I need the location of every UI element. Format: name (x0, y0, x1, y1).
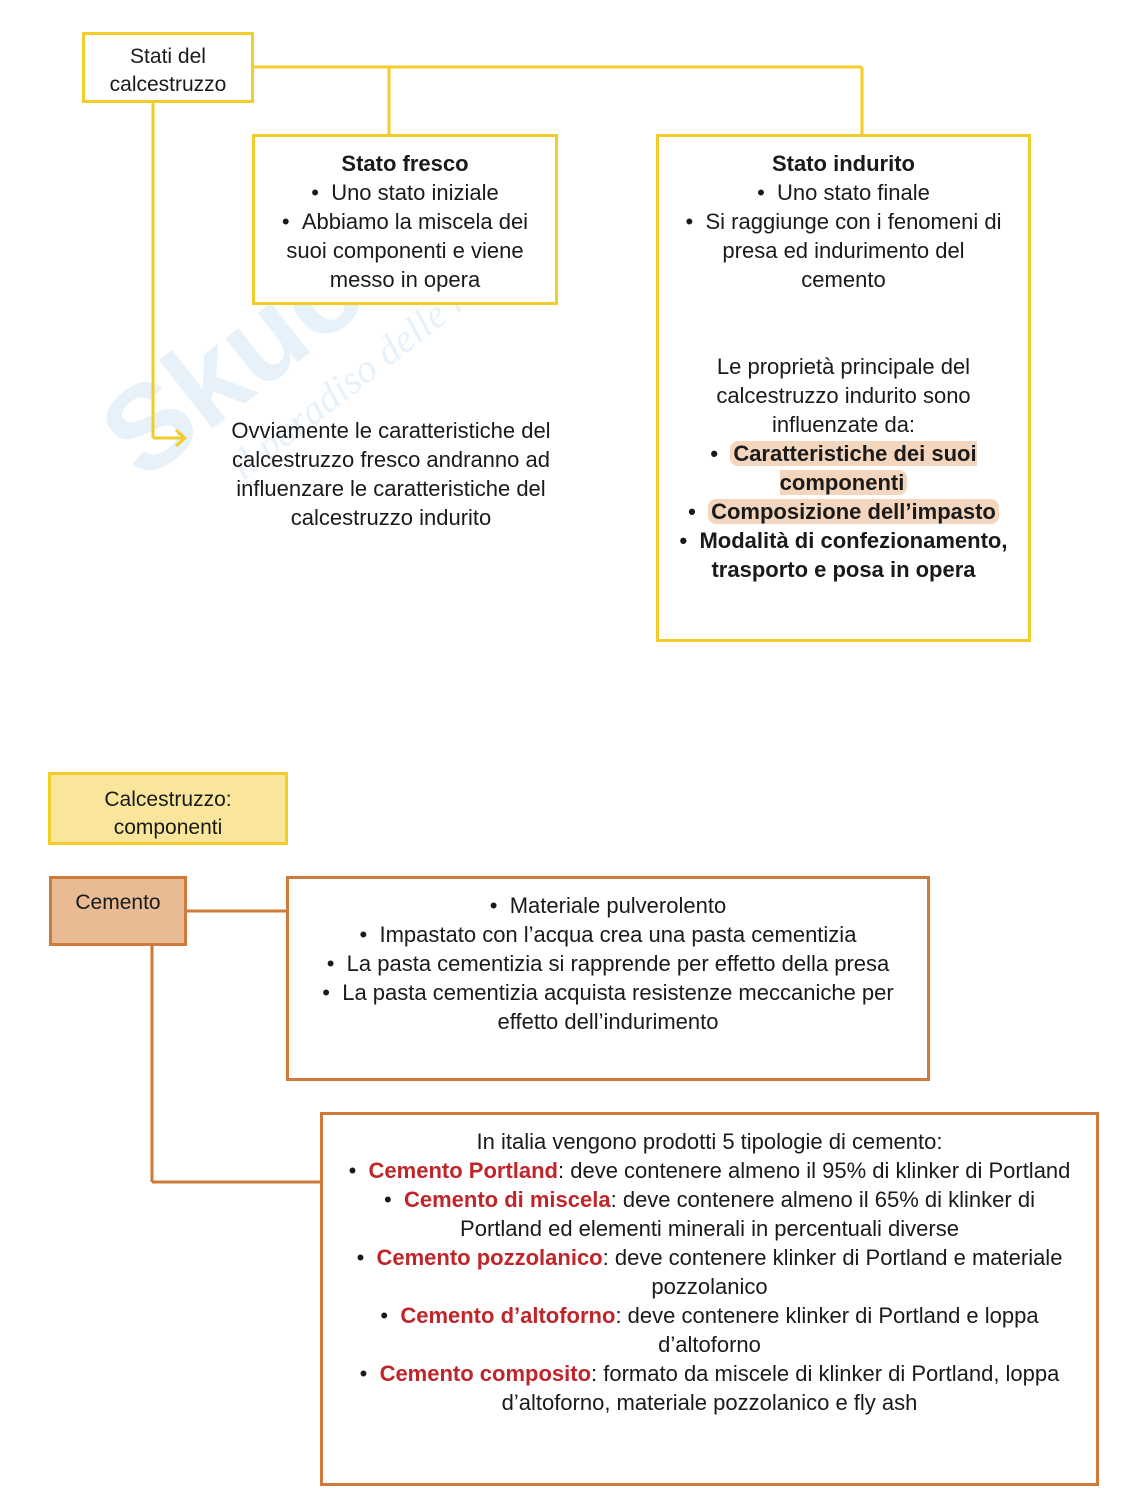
list-item: Uno stato iniziale (275, 178, 535, 207)
highlighted-text: Composizione dell’impasto (708, 499, 999, 524)
fresh-state-heading: Stato fresco (341, 151, 469, 176)
list-item: Cemento Portland: deve contenere almeno … (343, 1156, 1076, 1185)
cement-type-desc: : formato da miscele di klinker di Portl… (501, 1361, 1060, 1415)
list-item: La pasta cementizia acquista resistenze … (311, 978, 905, 1036)
cement-type-name: Cemento d’altoforno (400, 1303, 616, 1328)
hardened-state-box: Stato indurito Uno stato finale Si raggi… (656, 134, 1031, 642)
cement-types-intro: In italia vengono prodotti 5 tipologie d… (476, 1129, 943, 1154)
cement-type-name: Cemento pozzolanico (376, 1245, 603, 1270)
cement-type-desc: : deve contenere almeno il 95% di klinke… (558, 1158, 1071, 1183)
influence-note-text: Ovviamente le caratteristiche del calces… (231, 418, 551, 530)
list-item: Caratteristiche dei suoi componenti (671, 439, 1016, 497)
list-item: Impastato con l’acqua crea una pasta cem… (311, 920, 905, 949)
highlighted-text: Caratteristiche dei suoi componenti (730, 441, 977, 495)
influence-note: Ovviamente le caratteristiche del calces… (200, 416, 582, 532)
cement-properties-list: Materiale pulverolento Impastato con l’a… (289, 891, 927, 1036)
list-item: Materiale pulverolento (311, 891, 905, 920)
properties-list: Caratteristiche dei suoi componenti Comp… (659, 439, 1028, 584)
cement-box: Cemento (49, 876, 187, 946)
cement-type-name: Cemento di miscela (403, 1187, 611, 1212)
cement-type-name: Cemento Portland (368, 1158, 558, 1183)
list-item: Cemento d’altoforno: deve contenere klin… (343, 1301, 1076, 1359)
fresh-state-list: Uno stato iniziale Abbiamo la miscela de… (255, 178, 555, 294)
states-title-box: Stati del calcestruzzo (82, 32, 254, 103)
hardened-state-list: Uno stato finale Si raggiunge con i feno… (659, 178, 1028, 294)
list-item: Si raggiunge con i fenomeni di presa ed … (681, 207, 1006, 294)
cement-type-desc: : deve contenere klinker di Portland e m… (602, 1245, 1063, 1299)
list-item: Composizione dell’impasto (671, 497, 1016, 526)
cement-types-box: In italia vengono prodotti 5 tipologie d… (320, 1112, 1099, 1486)
components-title: Calcestruzzo: componenti (104, 788, 232, 839)
list-item: Cemento composito: formato da miscele di… (343, 1359, 1076, 1417)
cement-type-name: Cemento composito (379, 1361, 592, 1386)
list-item: Modalità di confezionamento, trasporto e… (671, 526, 1016, 584)
fresh-state-box: Stato fresco Uno stato iniziale Abbiamo … (252, 134, 558, 305)
components-title-box: Calcestruzzo: componenti (48, 772, 288, 845)
cement-types-list: Cemento Portland: deve contenere almeno … (323, 1156, 1096, 1417)
cement-type-desc: : deve contenere klinker di Portland e l… (615, 1303, 1039, 1357)
list-item: Cemento pozzolanico: deve contenere klin… (343, 1243, 1076, 1301)
list-item: La pasta cementizia si rapprende per eff… (311, 949, 905, 978)
list-item: Abbiamo la miscela dei suoi componenti e… (275, 207, 535, 294)
cement-properties-box: Materiale pulverolento Impastato con l’a… (286, 876, 930, 1081)
list-item: Cemento di miscela: deve contenere almen… (343, 1185, 1076, 1243)
cement-type-desc: : deve contenere almeno il 65% di klinke… (460, 1187, 1035, 1241)
cement-label: Cemento (75, 891, 161, 914)
properties-intro: Le proprietà principale del calcestruzzo… (716, 354, 971, 437)
states-title: Stati del calcestruzzo (109, 45, 227, 96)
hardened-state-heading: Stato indurito (772, 151, 915, 176)
list-item: Uno stato finale (681, 178, 1006, 207)
